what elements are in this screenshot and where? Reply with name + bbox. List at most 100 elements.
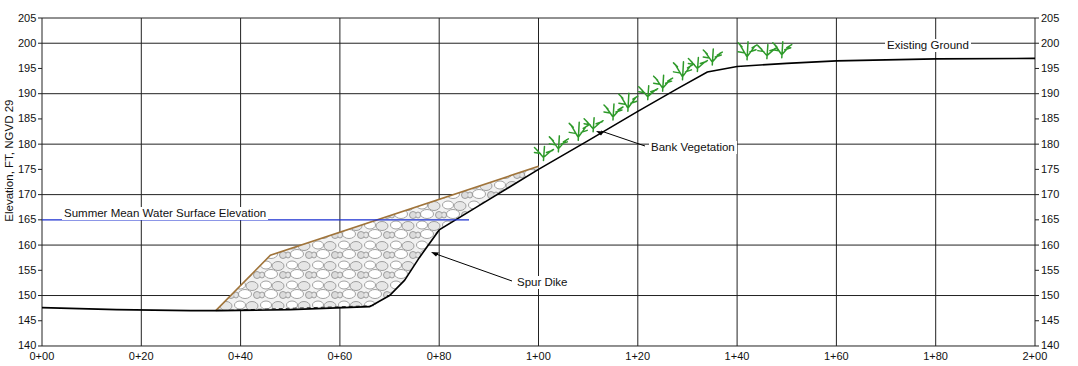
shrub-symbol	[654, 75, 673, 91]
grid	[38, 18, 1039, 346]
tick-mark	[1035, 18, 1039, 19]
grid-line	[42, 18, 43, 346]
leader-line	[601, 131, 645, 146]
tick-mark	[1035, 93, 1039, 94]
shrub-symbol	[758, 45, 777, 59]
shrub-symbol	[703, 49, 722, 65]
axis-tick-label: 185	[18, 112, 36, 125]
shrub-symbol	[584, 118, 603, 132]
leader-arrowhead	[431, 252, 439, 257]
tick-mark	[38, 93, 42, 94]
grid-line	[42, 194, 1035, 195]
tick-mark	[38, 219, 42, 220]
axis-tick-label: 0+40	[228, 350, 253, 363]
tick-mark	[38, 320, 42, 321]
axis-tick-label: 180	[1041, 138, 1059, 151]
axis-tick-label: 1+00	[526, 350, 551, 363]
axis-tick-label: 0+00	[30, 350, 55, 363]
shrub-symbol	[639, 86, 658, 100]
tick-mark	[1035, 68, 1039, 69]
axis-tick-label: 165	[1041, 213, 1059, 226]
shrub-symbol	[773, 42, 792, 58]
axis-tick-label: 205	[1041, 12, 1059, 25]
axis-tick-label: 155	[1041, 264, 1059, 277]
axis-tick-label: 1+40	[725, 350, 750, 363]
axis-tick-label: 1+20	[625, 350, 650, 363]
shrub-symbol	[619, 93, 638, 111]
axis-tick-label: 1+80	[923, 350, 948, 363]
tick-mark	[1035, 270, 1039, 271]
ground-profile	[42, 58, 1035, 310]
shrub-symbol	[569, 122, 588, 140]
tick-mark	[1035, 245, 1039, 246]
spur-dike-riprap	[216, 166, 539, 310]
axis-tick-label: 1+60	[824, 350, 849, 363]
axis-tick-label: 190	[1041, 87, 1059, 100]
grid-line	[935, 18, 936, 346]
axis-tick-label: 175	[1041, 163, 1059, 176]
grid-line	[637, 18, 638, 346]
tick-mark	[1035, 169, 1039, 170]
tick-mark	[1035, 219, 1039, 220]
shrub-symbol	[549, 136, 568, 152]
axis-tick-label: 205	[18, 12, 36, 25]
spur-dike-outline	[216, 166, 539, 310]
grid-line	[538, 18, 539, 346]
axis-tick-label: 160	[18, 239, 36, 252]
tick-mark	[1035, 295, 1039, 296]
shrub-symbol	[534, 147, 553, 161]
axis-tick-label: 170	[1041, 188, 1059, 201]
axis-tick-label: 195	[1041, 62, 1059, 75]
grid-line	[42, 144, 1035, 145]
tick-mark	[1035, 345, 1039, 346]
tick-mark	[1035, 43, 1039, 44]
axis-tick-label: 200	[1041, 37, 1059, 50]
grid-line	[1035, 18, 1036, 346]
axis-tick-label: 150	[1041, 289, 1059, 302]
axis-tick-label: 0+20	[129, 350, 154, 363]
axis-tick-label: 165	[18, 213, 36, 226]
axis-tick-label: 145	[18, 314, 36, 327]
grid-line	[42, 245, 1035, 246]
tick-mark	[1035, 144, 1039, 145]
axis-tick-label: 180	[18, 138, 36, 151]
tick-mark	[38, 118, 42, 119]
axis-tick-label: 200	[18, 37, 36, 50]
tick-mark	[38, 295, 42, 296]
tick-mark	[38, 68, 42, 69]
axis-tick-label: 195	[18, 62, 36, 75]
grid-line	[836, 18, 837, 346]
axis-tick-label: 150	[18, 289, 36, 302]
ground-label: Existing Ground	[885, 39, 971, 52]
tick-mark	[38, 194, 42, 195]
shrub-symbol	[738, 42, 757, 60]
tick-mark	[1035, 118, 1039, 119]
tick-mark	[38, 144, 42, 145]
bank-vegetation	[534, 42, 791, 161]
grid-line	[42, 295, 1035, 296]
shrub-symbol	[688, 58, 707, 72]
tick-mark	[38, 18, 42, 19]
axis-tick-label: 155	[18, 264, 36, 277]
tick-mark	[38, 345, 42, 346]
water-level-label: Summer Mean Water Surface Elevation	[62, 207, 268, 220]
grid-line	[42, 93, 1035, 94]
axis-title: Elevation, FT, NGVD 29	[3, 99, 16, 221]
tick-mark	[38, 270, 42, 271]
grid-line	[42, 18, 1035, 19]
grid-line	[141, 18, 142, 346]
axis-tick-label: 2+00	[1023, 350, 1048, 363]
tick-mark	[38, 43, 42, 44]
axis-tick-label: 175	[18, 163, 36, 176]
axis-tick-label: 185	[1041, 112, 1059, 125]
leader-arrowhead	[596, 131, 604, 136]
leader-line	[436, 254, 512, 281]
tick-mark	[1035, 194, 1039, 195]
tick-mark	[38, 245, 42, 246]
spur-dike-label: Spur Dike	[515, 276, 570, 289]
axis-tick-label: 170	[18, 188, 36, 201]
shrub-symbol	[604, 104, 623, 120]
shrub-symbol	[673, 62, 692, 80]
grid-line	[439, 18, 440, 346]
